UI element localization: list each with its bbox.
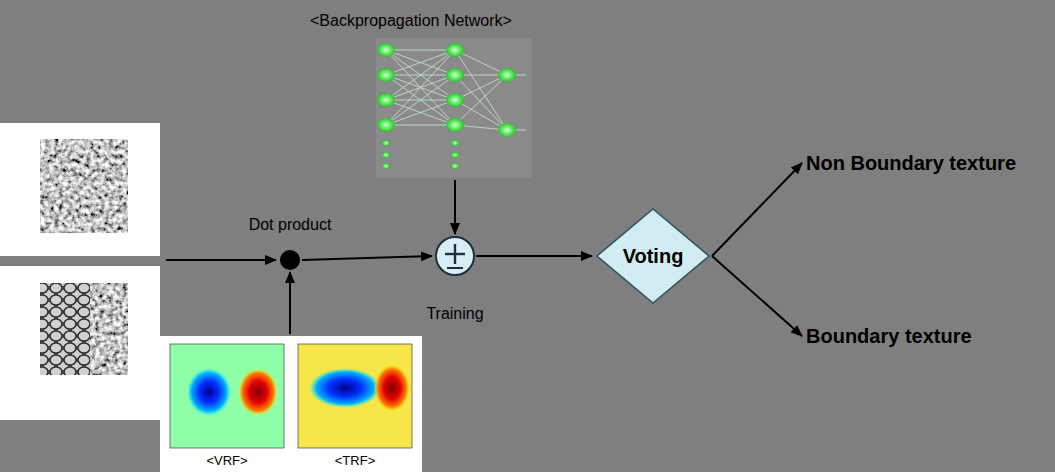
decision-diamond: Voting (596, 208, 710, 304)
node-label-holder: Dot product (240, 216, 340, 234)
node-text: Voting (623, 245, 684, 268)
sum-node: Training (395, 236, 515, 320)
node-text: Training (395, 305, 515, 323)
arrow-connector (302, 256, 432, 260)
dot-product-node: Dot product (240, 216, 340, 272)
arrow-connector (712, 256, 802, 336)
node-text: Dot product (240, 216, 340, 234)
arrow-connector (712, 163, 802, 256)
output-text: Boundary texture (806, 325, 972, 348)
node-text: Boundary texture (806, 325, 972, 348)
network-label: <Backpropagation Network> (310, 12, 512, 30)
output-text: Non Boundary texture (806, 152, 1016, 175)
filter-label: <TRF> (335, 453, 375, 468)
node-text: Non Boundary texture (806, 152, 1016, 175)
arrow-connector (476, 255, 592, 257)
filter-label: <VRF> (206, 453, 247, 468)
node-label-holder: Training (395, 305, 515, 323)
